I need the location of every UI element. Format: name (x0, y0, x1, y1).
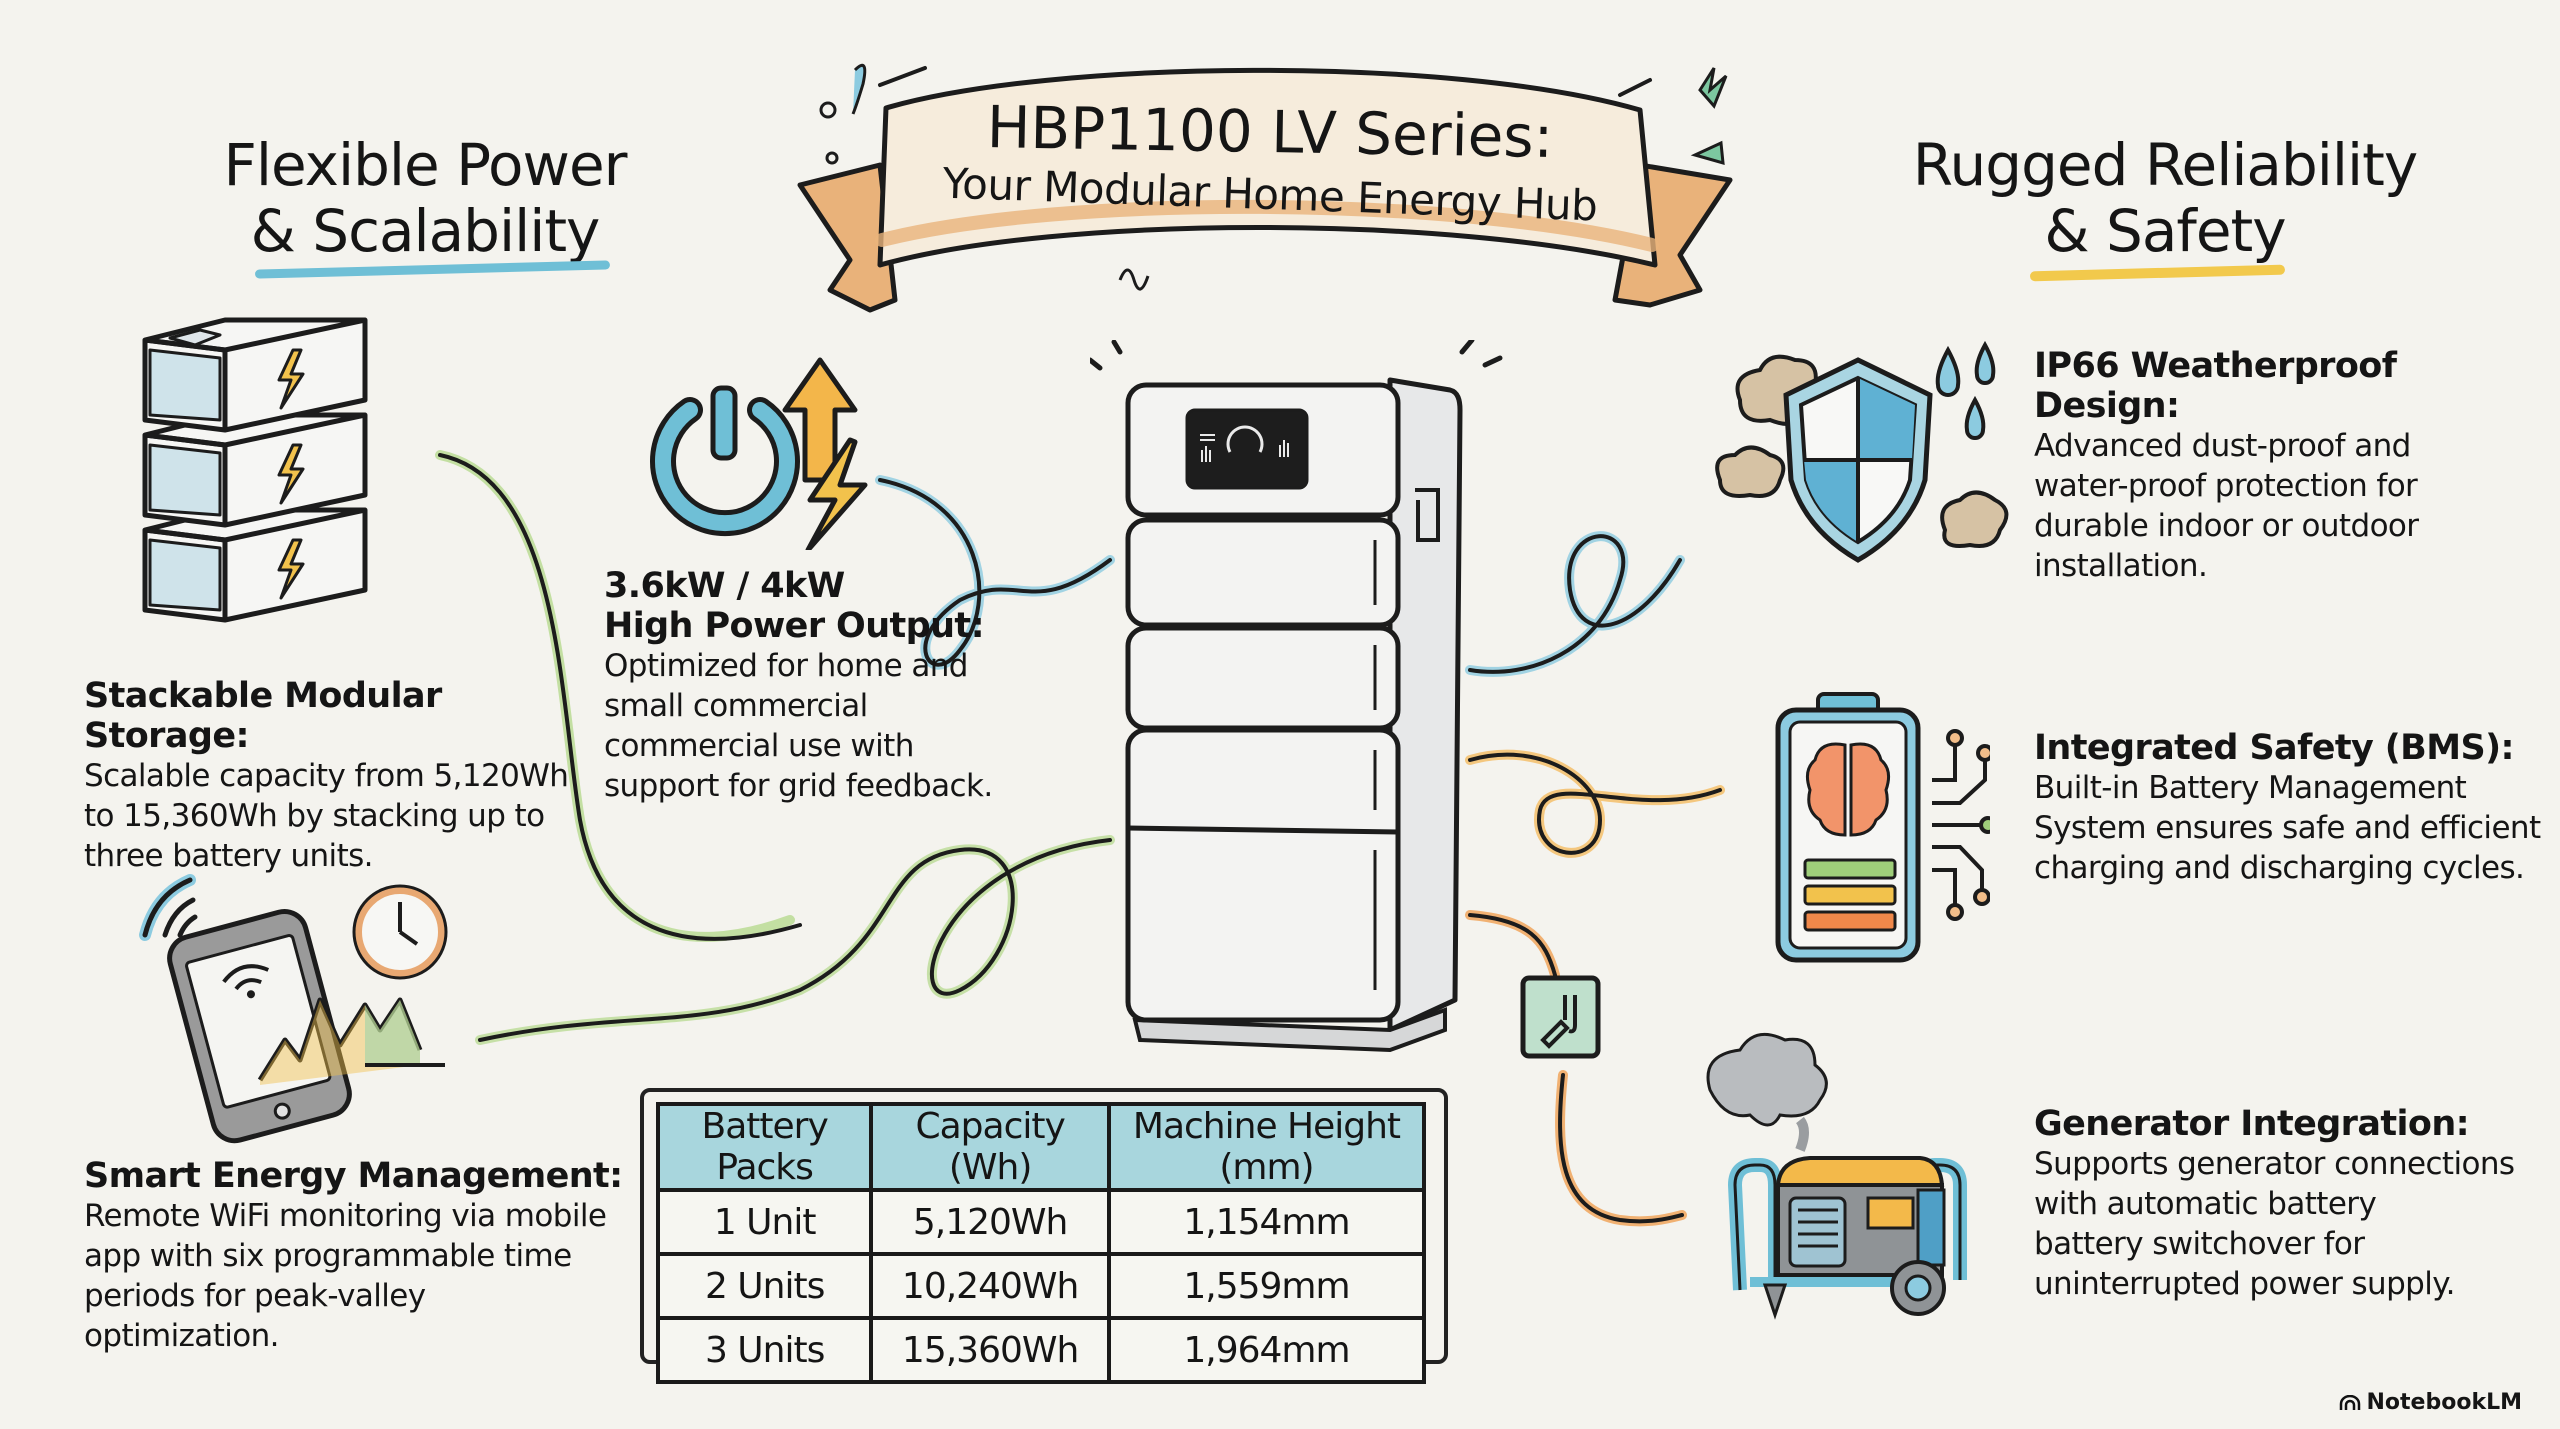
left-heading-line2: & Scalability (250, 197, 601, 265)
clock-icon (352, 884, 448, 980)
table-cell: 1,559mm (1106, 1252, 1427, 1320)
feature-title: Generator Integration: (2034, 1104, 2470, 1144)
feature-description: Supports generator connections with auto… (2034, 1146, 2515, 1302)
table-row: 1 Unit 5,120Wh 1,154mm (655, 1188, 1427, 1256)
feature-smart-energy: Smart Energy Management: Remote WiFi mon… (84, 1156, 624, 1356)
feature-description: Scalable capacity from 5,120Wh to 15,360… (84, 758, 569, 874)
table-cell: 5,120Wh (869, 1188, 1111, 1256)
power-button-icon (650, 385, 800, 537)
right-heading-line2: & Safety (2044, 197, 2286, 265)
table-row: 2 Units 10,240Wh 1,559mm (655, 1252, 1427, 1320)
feature-power-output: 3.6kW / 4kW High Power Output: Optimized… (604, 566, 1024, 806)
smoke-icon (1706, 1032, 1828, 1152)
table-row: 3 Units 15,360Wh 1,964mm (655, 1316, 1427, 1384)
smartphone-wifi-chart-icon (139, 874, 448, 1144)
feature-ip66: IP66 Weatherproof Design: Advanced dust-… (2034, 346, 2544, 586)
notebooklm-logo-icon (2339, 1394, 2360, 1410)
feature-bms: Integrated Safety (BMS): Built-in Batter… (2034, 728, 2554, 888)
water-drop-icons (1935, 340, 1996, 440)
table-header-cell: Machine Height (mm) (1106, 1102, 1427, 1192)
table-cell: 1,154mm (1106, 1188, 1427, 1256)
table-cell: 15,360Wh (869, 1316, 1111, 1384)
left-section-heading: Flexible Power & Scalability (200, 132, 650, 264)
power-output-icon (650, 357, 868, 550)
table-cell: 1,964mm (1106, 1316, 1427, 1384)
table-header-row: Battery Packs Capacity (Wh) Machine Heig… (655, 1102, 1427, 1192)
feature-description: Built-in Battery Management System ensur… (2034, 770, 2541, 886)
branding-label: NotebookLM (2366, 1390, 2522, 1415)
feature-stackable-storage: Stackable Modular Storage: Scalable capa… (84, 676, 604, 876)
circuit-traces-icon (1932, 729, 1990, 921)
feature-title: Smart Energy Management: (84, 1156, 623, 1196)
home-battery-unit (1090, 340, 1503, 1053)
up-arrow-lightning-icon (782, 357, 868, 550)
right-section-heading: Rugged Reliability & Safety (1895, 132, 2435, 264)
left-heading-line1: Flexible Power (223, 131, 628, 199)
feature-description: Optimized for home and small commercial … (604, 648, 993, 804)
bms-battery-brain-icon (1775, 692, 1990, 963)
display-screen (1185, 408, 1309, 490)
table-header-cell: Battery Packs (655, 1102, 874, 1192)
feature-title: Stackable Modular Storage: (84, 676, 442, 756)
weatherproof-shield-icon (1715, 340, 2009, 563)
feature-description: Remote WiFi monitoring via mobile app wi… (84, 1198, 607, 1354)
feature-description: Advanced dust-proof and water-proof prot… (2034, 428, 2419, 584)
feature-title: Integrated Safety (BMS): (2034, 728, 2514, 768)
feature-generator: Generator Integration: Supports generato… (2034, 1104, 2554, 1304)
banner-title: HBP1100 LV Series: (986, 93, 1554, 171)
right-heading-line1: Rugged Reliability (1912, 131, 2418, 199)
wifi-signal-icon (139, 874, 198, 941)
feature-title: IP66 Weatherproof Design: (2034, 346, 2397, 426)
feature-title-line1: 3.6kW / 4kW (604, 566, 845, 606)
transfer-switch-icon (1520, 975, 1601, 1059)
table-cell: 10,240Wh (869, 1252, 1111, 1320)
feature-title-line2: High Power Output: (604, 606, 985, 646)
brain-icon (1805, 742, 1891, 837)
generator-icon (1706, 1032, 1967, 1320)
table-cell: 3 Units (655, 1316, 874, 1384)
table-cell: 2 Units (655, 1252, 874, 1320)
table-header-cell: Capacity (Wh) (869, 1102, 1111, 1192)
stacked-battery-icon (142, 317, 368, 623)
table-cell: 1 Unit (655, 1188, 874, 1256)
notebooklm-branding: NotebookLM (2339, 1390, 2522, 1415)
spec-table: Battery Packs Capacity (Wh) Machine Heig… (655, 1102, 1427, 1384)
